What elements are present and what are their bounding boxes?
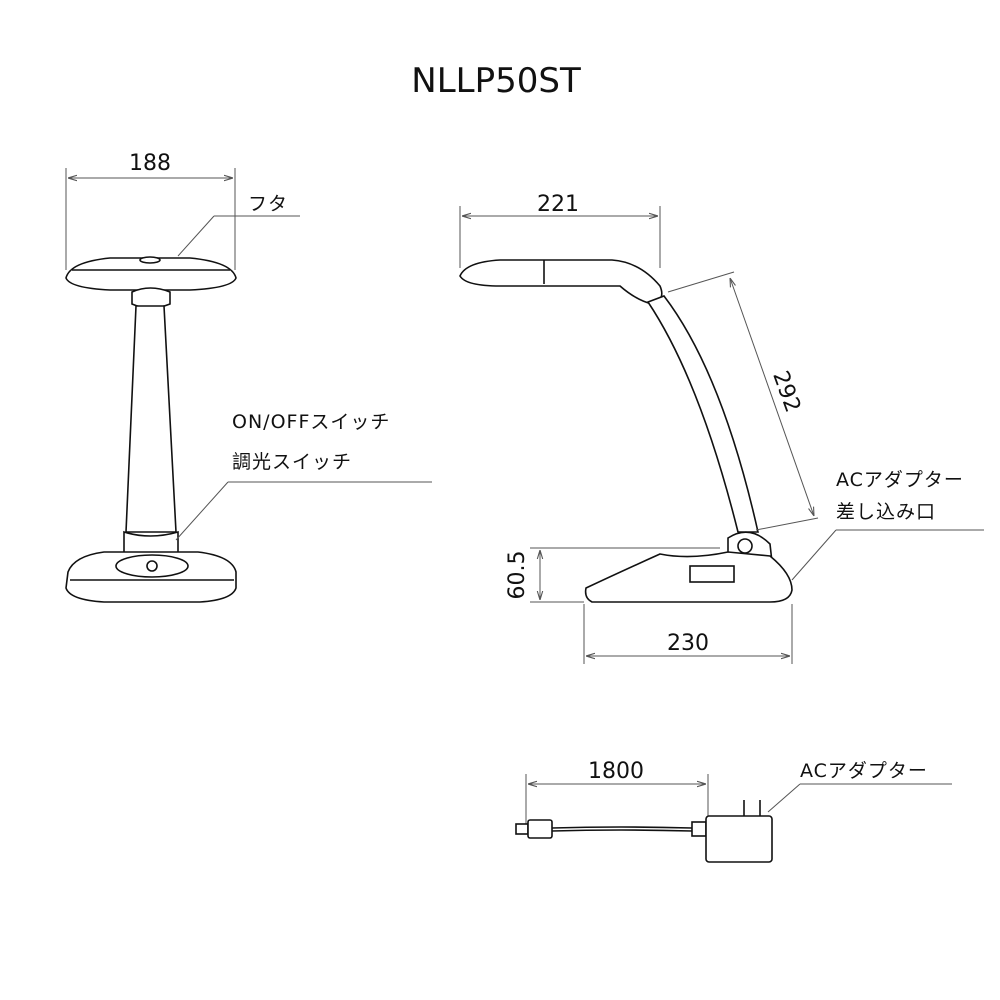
arm-length-ext-bottom	[755, 517, 819, 531]
side-arm	[646, 295, 760, 533]
dc-plug-body	[527, 819, 553, 839]
switch-leader	[175, 481, 229, 541]
base-length-label: 230	[667, 631, 709, 656]
adapter-label: ACアダプター	[800, 760, 928, 782]
base-height-label: 60.5	[505, 551, 530, 600]
cord-strain-relief	[691, 821, 707, 837]
front-neck-joint	[131, 287, 171, 309]
side-lamp-head	[459, 259, 663, 305]
adapter-port-leader	[791, 529, 837, 581]
adapter-view: 1800 ACアダプター	[515, 759, 952, 863]
adapter-cord	[551, 826, 693, 829]
side-adapter-port	[689, 565, 735, 583]
adapter-cord-inner	[551, 829, 693, 832]
lid-leader	[177, 215, 215, 257]
adapter-port-label-1: ACアダプター	[836, 469, 964, 491]
cord-length-label: 1800	[588, 759, 644, 784]
dc-plug-tip	[515, 823, 529, 835]
arm-length-dim-line	[730, 278, 814, 516]
power-switch-label: ON/OFFスイッチ	[232, 411, 390, 433]
adapter-leader	[767, 783, 801, 813]
head-length-label: 221	[537, 192, 579, 217]
front-view: 188 フタ ON/OFFスイッチ 調光スイッチ	[65, 151, 432, 603]
product-title: NLLP50ST	[411, 61, 581, 101]
adapter-port-label-2: 差し込み口	[836, 501, 936, 523]
side-view: 221 292 60.5 230 ACアダプター 差し込み口	[459, 192, 984, 664]
arm-length-label: 292	[767, 368, 805, 416]
side-pivot-knob	[737, 538, 753, 554]
front-column	[125, 305, 177, 533]
front-lamp-head	[65, 257, 237, 291]
side-base	[584, 551, 793, 603]
arm-length-ext-top	[667, 271, 735, 293]
adapter-body	[705, 815, 773, 863]
front-head-cap	[139, 256, 161, 264]
dimmer-switch-label: 調光スイッチ	[232, 451, 352, 473]
front-width-label: 188	[129, 151, 171, 176]
front-switch-button	[146, 560, 158, 572]
lid-label: フタ	[248, 193, 288, 215]
